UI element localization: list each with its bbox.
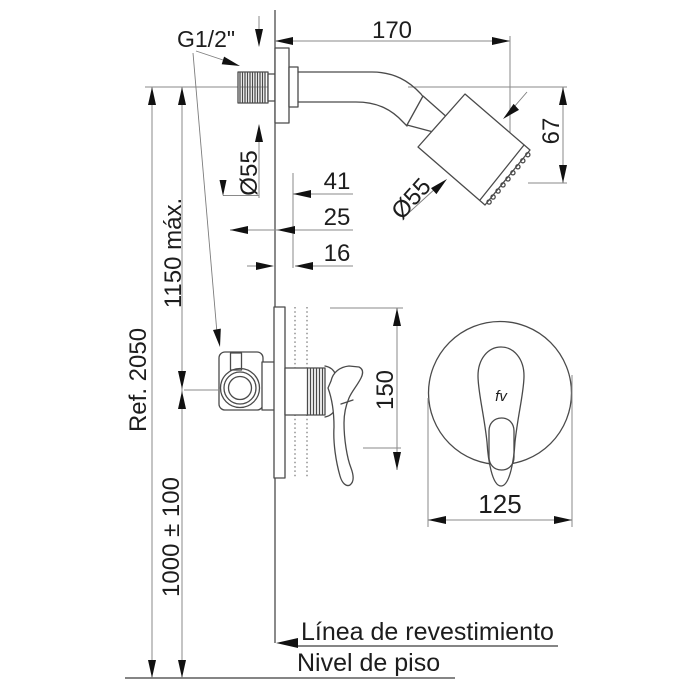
- dim-41-label: 41: [324, 168, 351, 195]
- trim-sleeve-ribs: [306, 368, 324, 415]
- shower-head: [417, 93, 531, 206]
- handle-front: [477, 346, 525, 487]
- dim-flange-diameter-label: Ø55: [236, 150, 263, 195]
- dim-16-label: 16: [324, 240, 351, 267]
- thread-size-label: G1/2": [177, 26, 235, 52]
- shower-arm-assembly: [237, 47, 450, 134]
- cartridge-inner-circle: [227, 375, 253, 401]
- floor-line-label: Nivel de piso: [297, 649, 440, 677]
- finish-line-label: Línea de revestimiento: [301, 618, 554, 646]
- dim-67-label: 67: [538, 118, 565, 145]
- dimension-depths: [230, 173, 353, 270]
- reference-label: Ref. 2050: [125, 328, 152, 432]
- dim-head-diameter-label: Ø55: [386, 173, 436, 225]
- fv-logo: fv: [495, 388, 508, 405]
- dimension-flange-diameter: [219, 16, 263, 198]
- dim-1150-max-label: 1150 máx.: [160, 198, 187, 308]
- dim-150-label: 150: [372, 370, 399, 410]
- handle-lever: [327, 365, 364, 487]
- spray-nozzles: [486, 151, 531, 205]
- dim-170-label: 170: [372, 17, 412, 44]
- arm-hub: [288, 66, 299, 108]
- handle-slot: [488, 417, 515, 471]
- handle-side-view: [284, 365, 364, 487]
- cartridge-outer-circle: [219, 367, 261, 409]
- trim-sleeve: [284, 367, 326, 416]
- spray-face-line: [479, 144, 525, 201]
- mixer-trim-front-view: fv: [427, 320, 573, 487]
- valve-stem: [229, 352, 243, 371]
- escutcheon-plate-side: [273, 306, 286, 479]
- dimension-150: [330, 307, 403, 470]
- dim-125-label: 125: [478, 489, 521, 519]
- thread-hatching: [239, 72, 269, 103]
- dimension-1150-and-1000: [178, 87, 186, 678]
- dimension-67: [528, 87, 567, 184]
- wall-flange: [274, 47, 290, 124]
- dimension-ref-2050: [148, 87, 156, 678]
- valve-hub: [261, 361, 276, 411]
- dimension-125: [427, 375, 573, 527]
- dimension-head-diameter: [402, 91, 528, 219]
- thread-collar: [267, 73, 276, 102]
- lever-detail-line: [340, 399, 354, 405]
- shower-head-body: [417, 93, 531, 206]
- arm-bottom-line: [297, 101, 408, 127]
- thread-leader-lines: [192, 50, 240, 347]
- dim-1000-label: 1000 ± 100: [158, 477, 185, 597]
- finish-line-arrow: [276, 638, 298, 648]
- mixer-valve-side-view: [218, 351, 276, 411]
- dim-25-label: 25: [324, 204, 351, 231]
- cartridge-mid-circle: [223, 371, 257, 405]
- arm-top-line: [297, 71, 425, 99]
